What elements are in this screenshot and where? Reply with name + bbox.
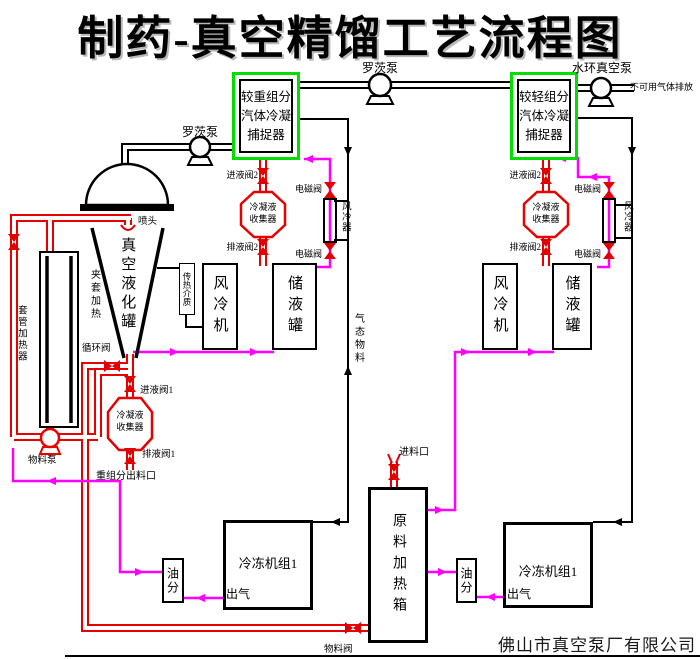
oil-separator-left-label: 油分 (165, 566, 180, 595)
jacket-heating-label: 夹套加热 (88, 269, 100, 321)
oil-separator-left-box: 油分 (162, 558, 184, 603)
drain-valve2-right-label: 排液阀2 (509, 242, 541, 252)
gas-lines (65, 117, 700, 657)
circulation-valve-label: 循环阀 (82, 344, 111, 354)
vacuum-tank-label: 真空液化罐 (119, 237, 136, 332)
storage-tank-left-label: 储液罐 (286, 275, 302, 338)
drain-valve2-left-label: 排液阀2 (226, 242, 258, 252)
heavy-component-trap: 较重组分 汽体冷凝 捕捉器 (232, 72, 300, 160)
sleeve-heater-label: 套管加热器 (15, 305, 26, 363)
feed-inlet-label: 进料口 (399, 447, 429, 458)
small-cooler-right-label: 风冷器 (621, 201, 632, 233)
inlet-valve2-left-symbol (257, 168, 269, 184)
gas-out-right-label: 出气 (507, 587, 532, 601)
oil-separator-right-label: 油分 (459, 566, 473, 595)
flow-arrows (47, 147, 636, 602)
chiller-left-label: 冷冻机组1 (238, 556, 298, 571)
tank-dome (84, 162, 170, 207)
roots-pump-top-label: 罗茨泵 (361, 61, 398, 75)
sleeve-heater-vessel (39, 251, 79, 428)
spray-head-icon (120, 224, 136, 231)
solenoid-valve-right-bot-symbol (603, 243, 615, 259)
inlet-valve1-symbol (124, 376, 136, 392)
spray-head-label: 喷头 (138, 217, 158, 227)
heat-medium-box: 传热介质 (179, 263, 195, 315)
material-pump-label: 物料泵 (28, 456, 57, 466)
drain-valve1-label: 排液阀1 (142, 450, 176, 460)
vacuum-tank-vessel (80, 162, 174, 359)
storage-tank-right-box: 储液罐 (552, 263, 592, 350)
air-cooler-right-box: 风冷机 (482, 263, 518, 350)
pumps-layer (38, 72, 615, 455)
inlet-valve2-right-label: 进液阀2 (509, 170, 541, 180)
spray-line-valve-symbol (8, 234, 20, 250)
collector-left-label: 冷凝液 收集器 (249, 202, 277, 224)
roots-pump-left-label: 罗茨泵 (181, 125, 218, 139)
heat-medium-label: 传热介质 (182, 272, 192, 306)
solenoid-valve-right-top-symbol (603, 182, 615, 198)
feed-funnel-icon (387, 453, 401, 464)
inlet-valve1-label: 进液阀1 (140, 386, 174, 396)
material-valve-label: 物料阀 (324, 645, 353, 655)
feed-valve-symbol (388, 464, 400, 480)
material-pump-icon (38, 427, 62, 455)
collector-right-vessel (522, 190, 570, 239)
exhaust-note-label: 不可用气体排放 (630, 82, 694, 92)
air-cooler-right-label: 风冷机 (491, 275, 508, 338)
feed-heater-box: 原料加热箱 (368, 487, 428, 643)
heavy-component-trap-label: 较重组分 汽体冷凝 捕捉器 (239, 79, 293, 153)
solenoid-valve-right-top-label: 电磁阀 (573, 184, 601, 194)
air-cooler-left-label: 风冷机 (211, 275, 228, 338)
collector-bottom-label: 冷凝液 收集器 (116, 410, 144, 432)
chiller-right-box: 冷冻机组1 (503, 522, 593, 608)
condensate-collectors (106, 190, 570, 452)
roots-pump-left-icon (186, 135, 214, 166)
solenoid-valve-left-bot-label: 电磁阀 (294, 249, 322, 259)
inlet-valve2-right-symbol (540, 168, 552, 184)
material-valve-symbol (345, 622, 361, 634)
storage-tank-left-box: 储液罐 (272, 263, 317, 350)
light-component-trap-label: 较轻组分 汽体冷凝 捕捉器 (517, 79, 571, 153)
chiller-right-label: 冷冻机组1 (518, 564, 578, 579)
water-ring-pump-icon (587, 76, 615, 107)
chiller-left-box: 冷冻机组1 (223, 520, 313, 610)
heavy-outlet-label: 重组分出料口 (96, 471, 156, 482)
small-cooler-left-label: 风冷器 (339, 201, 350, 233)
water-ring-pump-label: 水环真空泵 (572, 61, 633, 75)
oil-separator-right-box: 油分 (456, 558, 477, 603)
collector-bottom-vessel (106, 396, 154, 452)
drain-valve2-left-symbol (257, 239, 269, 255)
roots-pump-top-icon (365, 72, 395, 105)
circulation-valve-symbol (104, 360, 120, 372)
page-title: 制药-真空精馏工艺流程图 (77, 13, 623, 64)
gas-out-left-label: 出气 (226, 587, 251, 601)
tank-cone (90, 227, 165, 359)
drain-valve1-symbol (124, 448, 136, 464)
small-cooler-left-box (323, 198, 337, 243)
collector-right-label: 冷凝液 收集器 (532, 202, 560, 224)
solenoid-valve-left-top-label: 电磁阀 (294, 184, 322, 194)
solenoid-valve-right-bot-label: 电磁阀 (573, 249, 601, 259)
feed-heater-label: 原料加热箱 (391, 512, 406, 618)
light-component-trap: 较轻组分 汽体冷凝 捕捉器 (510, 72, 578, 160)
small-cooler-right-box (602, 198, 616, 243)
collector-left-vessel (239, 190, 287, 239)
air-cooler-left-box: 风冷机 (202, 263, 238, 350)
valves-layer (8, 168, 615, 634)
inlet-valve2-left-label: 进液阀2 (226, 170, 258, 180)
company-signature: 佛山市真空泵厂有限公司 (498, 636, 696, 655)
solenoid-valve-left-bot-symbol (324, 243, 336, 259)
gas-material-label: 气态物料 (352, 313, 364, 365)
drain-valve2-right-symbol (540, 239, 552, 255)
solenoid-valve-left-top-symbol (324, 182, 336, 198)
tank-flange (80, 204, 174, 211)
storage-tank-right-label: 储液罐 (563, 275, 580, 338)
